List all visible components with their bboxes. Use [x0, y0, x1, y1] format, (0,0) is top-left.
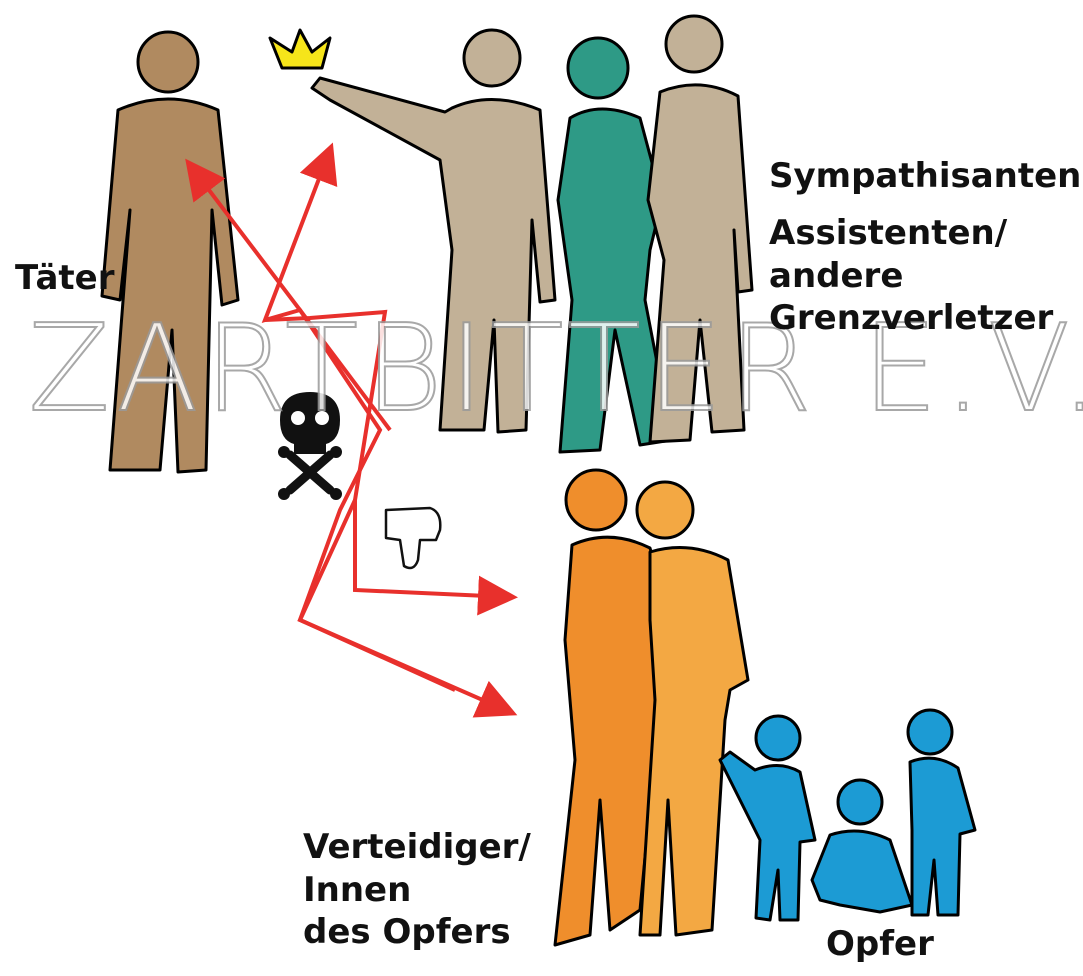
label-sympathizers: Sympathisanten	[769, 155, 1081, 198]
victim-child-3	[908, 710, 975, 915]
thumbs-down-icon	[386, 508, 440, 568]
label-defenders: Verteidiger/ Innen des Opfers	[303, 826, 531, 954]
label-defenders-line1: Verteidiger/	[303, 826, 531, 869]
victim-child-1	[720, 716, 815, 920]
label-assistants-line1: Assistenten/	[769, 212, 1053, 255]
skull-and-crossbones-icon	[278, 392, 342, 500]
label-assistants-line2: andere	[769, 255, 1053, 298]
label-defenders-line3: des Opfers	[303, 911, 531, 954]
crown-icon	[270, 30, 330, 68]
defender-figure-2	[637, 482, 748, 935]
perpetrator-figure	[102, 32, 238, 472]
label-assistants-line3: Grenzverletzer	[769, 297, 1053, 340]
label-defenders-line2: Innen	[303, 869, 531, 912]
label-perpetrator: Täter	[15, 257, 115, 300]
sympathizer-figure-2	[648, 16, 752, 442]
label-victims: Opfer	[826, 923, 934, 966]
victim-child-2	[812, 780, 912, 912]
label-assistants: Assistenten/ andere Grenzverletzer	[769, 212, 1053, 340]
